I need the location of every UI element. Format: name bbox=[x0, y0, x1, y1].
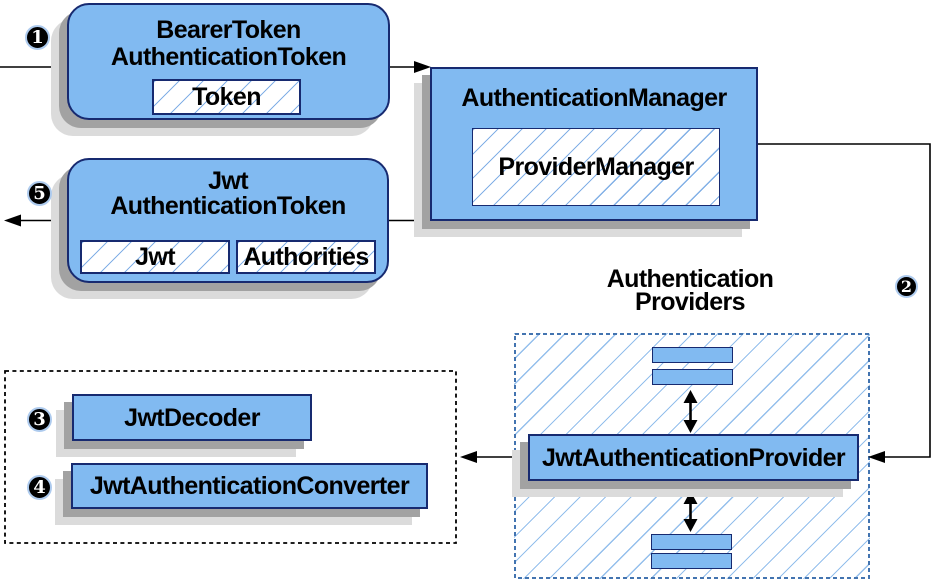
arrowhead-into-provider bbox=[868, 451, 885, 463]
jwt-decoder-title: JwtDecoder bbox=[124, 403, 260, 432]
node-provider-manager: ProviderManager bbox=[472, 128, 720, 206]
node-authorities: Authorities bbox=[236, 240, 376, 274]
bearer-token-title-line2: AuthenticationToken bbox=[110, 43, 347, 71]
node-jwt-authentication-provider: JwtAuthenticationProvider bbox=[528, 434, 859, 481]
node-jwt: Jwt bbox=[80, 240, 230, 274]
provider-stack-bottom-rect-2 bbox=[651, 553, 732, 569]
step-badge-4: 4 bbox=[27, 475, 52, 500]
node-jwt-authentication-converter: JwtAuthenticationConverter bbox=[71, 463, 428, 509]
provider-manager-label: ProviderManager bbox=[498, 153, 694, 181]
jwt-token-title-line2: AuthenticationToken bbox=[110, 192, 346, 220]
node-jwt-authentication-token: Jwt AuthenticationToken Jwt Authorities bbox=[67, 158, 389, 283]
dotted-border bbox=[4, 370, 457, 544]
step-badge-1: 1 bbox=[25, 25, 50, 50]
jwt-label: Jwt bbox=[135, 242, 175, 271]
jwt-authentication-provider-title: JwtAuthenticationProvider bbox=[541, 443, 846, 472]
step-badge-2: 2 bbox=[895, 275, 918, 298]
authentication-providers-label-line2: Providers bbox=[635, 288, 746, 316]
step-badge-3: 3 bbox=[27, 407, 52, 432]
token-label: Token bbox=[192, 82, 261, 111]
provider-stack-top-rect-2 bbox=[652, 369, 733, 385]
jwt-token-title-line1: Jwt bbox=[208, 167, 248, 195]
arrowhead-into-authmanager bbox=[414, 61, 431, 73]
bearer-token-title-line1: BearerToken bbox=[156, 16, 301, 44]
arrowhead-into-helpers bbox=[460, 451, 477, 463]
jwt-authentication-converter-title: JwtAuthenticationConverter bbox=[89, 472, 410, 500]
node-authentication-manager: AuthenticationManager ProviderManager bbox=[430, 67, 758, 221]
authentication-providers-label: Authentication Providers bbox=[560, 265, 820, 316]
authorities-label: Authorities bbox=[243, 242, 369, 271]
provider-stack-bottom-rect-1 bbox=[651, 534, 732, 550]
authentication-providers-label-line1: Authentication bbox=[606, 265, 774, 293]
step-badge-5: 5 bbox=[27, 181, 52, 206]
provider-stack-top-rect-1 bbox=[652, 347, 733, 363]
node-bearer-token-authentication-token: BearerToken AuthenticationToken Token bbox=[67, 3, 390, 120]
authentication-manager-title: AuthenticationManager bbox=[461, 84, 727, 112]
node-jwt-decoder: JwtDecoder bbox=[72, 394, 312, 441]
arrowhead-outgoing bbox=[4, 214, 21, 227]
node-token: Token bbox=[152, 79, 301, 115]
